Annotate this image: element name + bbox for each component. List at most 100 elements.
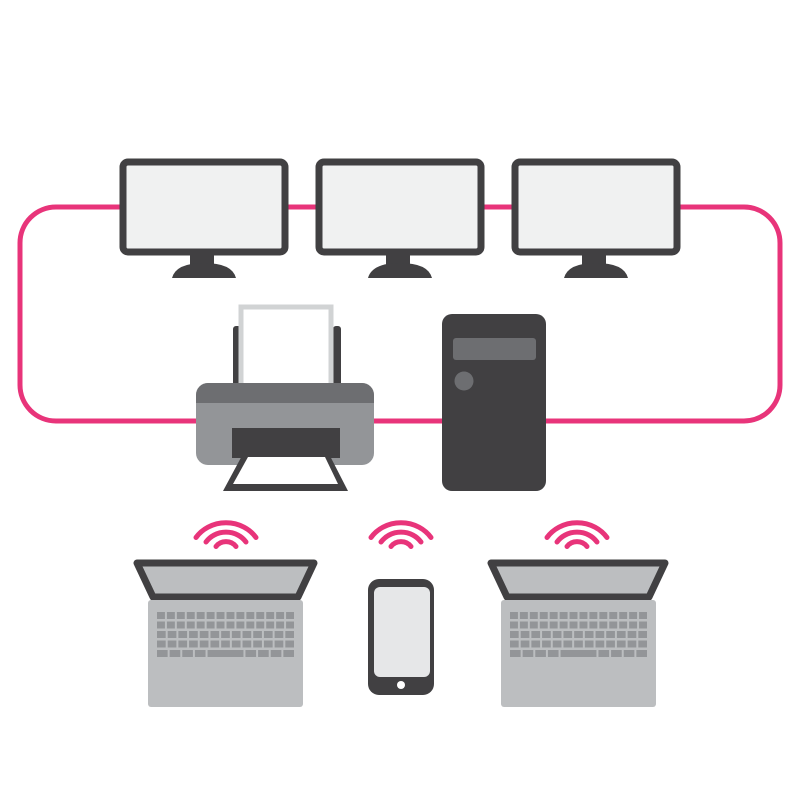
laptop-key <box>510 612 518 619</box>
laptop-key <box>547 650 559 657</box>
monitor-base <box>368 263 432 278</box>
laptop-key <box>182 650 193 657</box>
laptop-key <box>638 640 647 648</box>
laptop-key <box>510 650 521 657</box>
printer-paper <box>238 304 334 390</box>
wifi-arc <box>544 520 610 540</box>
wifi-icon <box>368 520 434 549</box>
laptop-key <box>589 612 598 619</box>
laptop-key <box>569 612 578 619</box>
laptop-key <box>263 631 273 638</box>
laptop-key <box>196 612 205 619</box>
laptop-key <box>522 650 534 657</box>
laptop-key <box>283 650 294 657</box>
laptop-key <box>619 612 628 619</box>
laptop-key <box>639 612 647 619</box>
laptop-key <box>176 612 185 619</box>
wifi-icon <box>544 520 610 549</box>
laptop-key <box>276 612 285 619</box>
laptop-key <box>157 631 166 638</box>
laptop-key <box>226 612 235 619</box>
laptop-key <box>529 621 538 629</box>
wifi-arc <box>193 520 259 540</box>
tower-drive-bay <box>453 338 536 360</box>
laptop-key <box>246 621 255 629</box>
laptop-key <box>595 640 605 648</box>
laptop <box>133 559 318 707</box>
laptop-key <box>236 612 245 619</box>
laptop-key <box>258 650 269 657</box>
laptop-key <box>584 631 594 638</box>
laptop-key <box>189 640 198 648</box>
laptop-key <box>176 621 185 629</box>
laptop-key <box>206 612 215 619</box>
laptop-key <box>595 631 605 638</box>
laptop-key <box>510 640 519 648</box>
laptop-key <box>599 612 608 619</box>
laptop-key <box>552 640 562 648</box>
laptop-key <box>231 640 241 648</box>
laptop-key <box>519 612 528 619</box>
laptop-key <box>619 621 628 629</box>
laptop-key <box>549 612 558 619</box>
laptop-key <box>286 621 294 629</box>
laptop-key <box>611 650 622 657</box>
monitor-neck <box>386 254 410 266</box>
laptop-key <box>609 612 618 619</box>
laptop-screen <box>133 559 318 601</box>
laptop-key <box>638 631 647 638</box>
laptop-key <box>627 640 637 648</box>
laptop-key <box>542 640 551 648</box>
monitor-screen <box>119 158 289 256</box>
laptop-key <box>606 640 615 648</box>
laptop-key <box>196 621 205 629</box>
laptop-key <box>579 612 588 619</box>
laptop <box>487 559 669 707</box>
laptop-key <box>231 631 241 638</box>
laptop-key <box>266 612 275 619</box>
laptop-key <box>166 621 175 629</box>
laptop-key <box>167 640 177 648</box>
laptop-key <box>178 640 188 648</box>
laptop-key <box>242 631 252 638</box>
laptop-key <box>606 631 615 638</box>
wifi-arc <box>554 529 600 545</box>
laptop-key <box>270 650 282 657</box>
laptop-key <box>535 650 546 657</box>
laptop-key <box>207 650 244 657</box>
laptop-key <box>274 640 284 648</box>
phone-screen <box>374 587 430 677</box>
laptop-key <box>560 650 597 657</box>
laptop-key <box>189 631 198 638</box>
laptop-key <box>242 640 252 648</box>
laptop-key <box>629 621 638 629</box>
laptop-key <box>589 621 598 629</box>
laptop-key <box>627 631 637 638</box>
laptop-key <box>520 631 530 638</box>
laptop-key <box>609 621 618 629</box>
laptop-key <box>256 612 265 619</box>
laptop-key <box>623 650 635 657</box>
laptop-key <box>226 621 235 629</box>
smartphone <box>368 579 434 695</box>
desktop-tower <box>442 314 546 491</box>
laptop-key <box>574 640 583 648</box>
monitor-neck <box>190 254 214 266</box>
laptop-key <box>245 650 257 657</box>
laptop-key <box>559 612 568 619</box>
wifi-arc <box>378 529 424 545</box>
laptop-key <box>559 621 568 629</box>
laptop-key <box>216 612 225 619</box>
laptop-key <box>552 631 562 638</box>
laptop-key <box>166 612 175 619</box>
laptop-key <box>549 621 558 629</box>
laptop-key <box>236 621 245 629</box>
laptop-key <box>253 631 262 638</box>
laptop-key <box>253 640 262 648</box>
wifi-icon <box>193 520 259 549</box>
printer-paper-guide-right <box>333 326 341 386</box>
laptop-key <box>520 640 530 648</box>
laptop-key <box>598 650 610 657</box>
laptop-key <box>510 621 518 629</box>
